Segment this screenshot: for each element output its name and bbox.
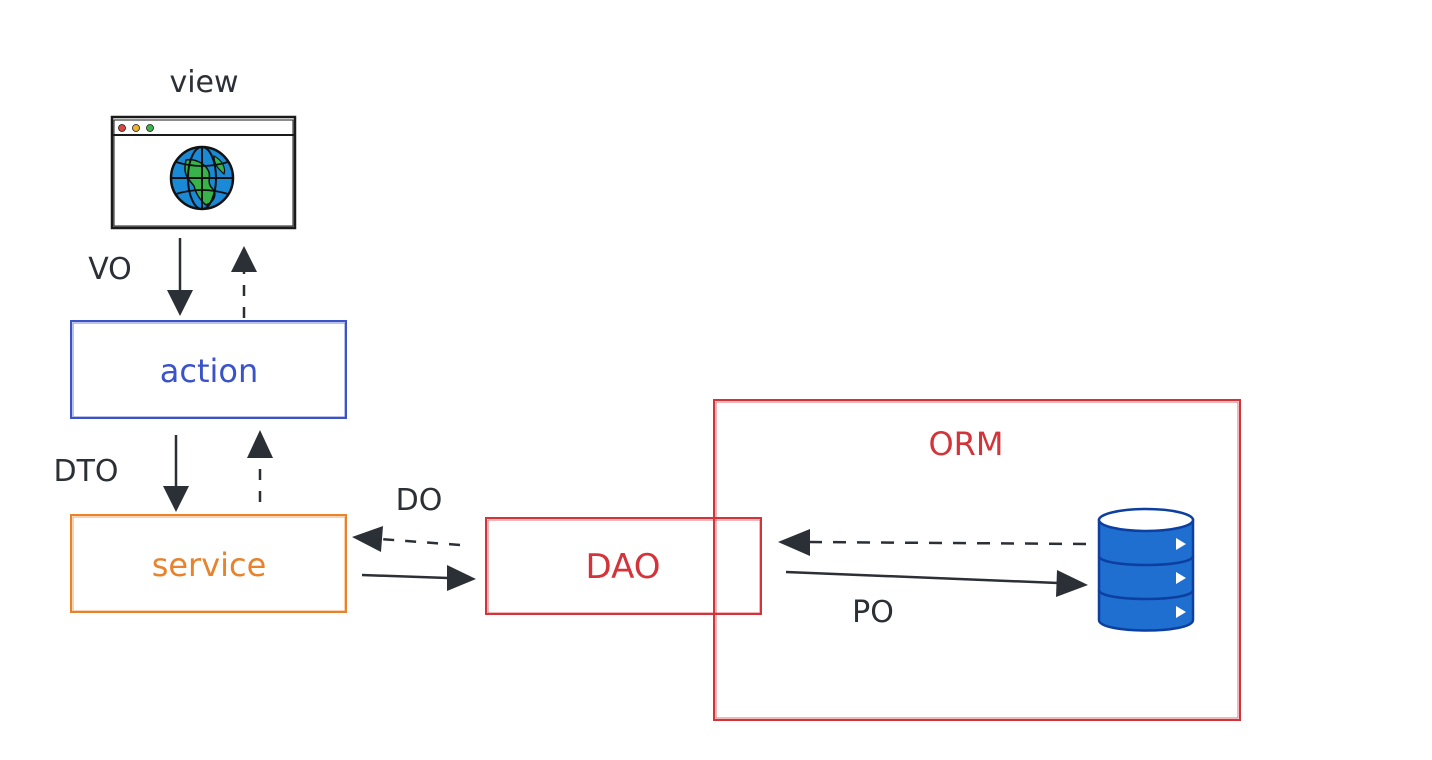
dao-label: DAO (585, 547, 660, 587)
browser-globe-icon (110, 115, 297, 230)
edge-action-to-service (163, 435, 189, 512)
service-label: service (152, 546, 267, 584)
action-node: action (70, 320, 347, 419)
orm-container: ORM (713, 399, 1241, 721)
service-node: service (70, 514, 347, 613)
edge-service-to-action (247, 430, 273, 502)
dao-node: DAO (485, 517, 762, 615)
edge-label-dto: DTO (53, 454, 118, 489)
edge-action-to-view (231, 246, 257, 318)
edge-service-to-dao (361, 565, 476, 591)
view-label: view (169, 65, 238, 100)
edge-label-vo: VO (88, 252, 132, 287)
edge-view-to-action (167, 238, 193, 316)
edge-label-do: DO (396, 483, 443, 518)
orm-label: ORM (928, 425, 1003, 463)
edge-dao-to-database (785, 570, 1088, 597)
database-icon (1097, 507, 1195, 632)
edge-dao-to-service (352, 526, 461, 552)
edge-label-po: PO (852, 595, 894, 630)
edge-database-to-dao (778, 529, 1087, 556)
action-label: action (160, 352, 259, 390)
